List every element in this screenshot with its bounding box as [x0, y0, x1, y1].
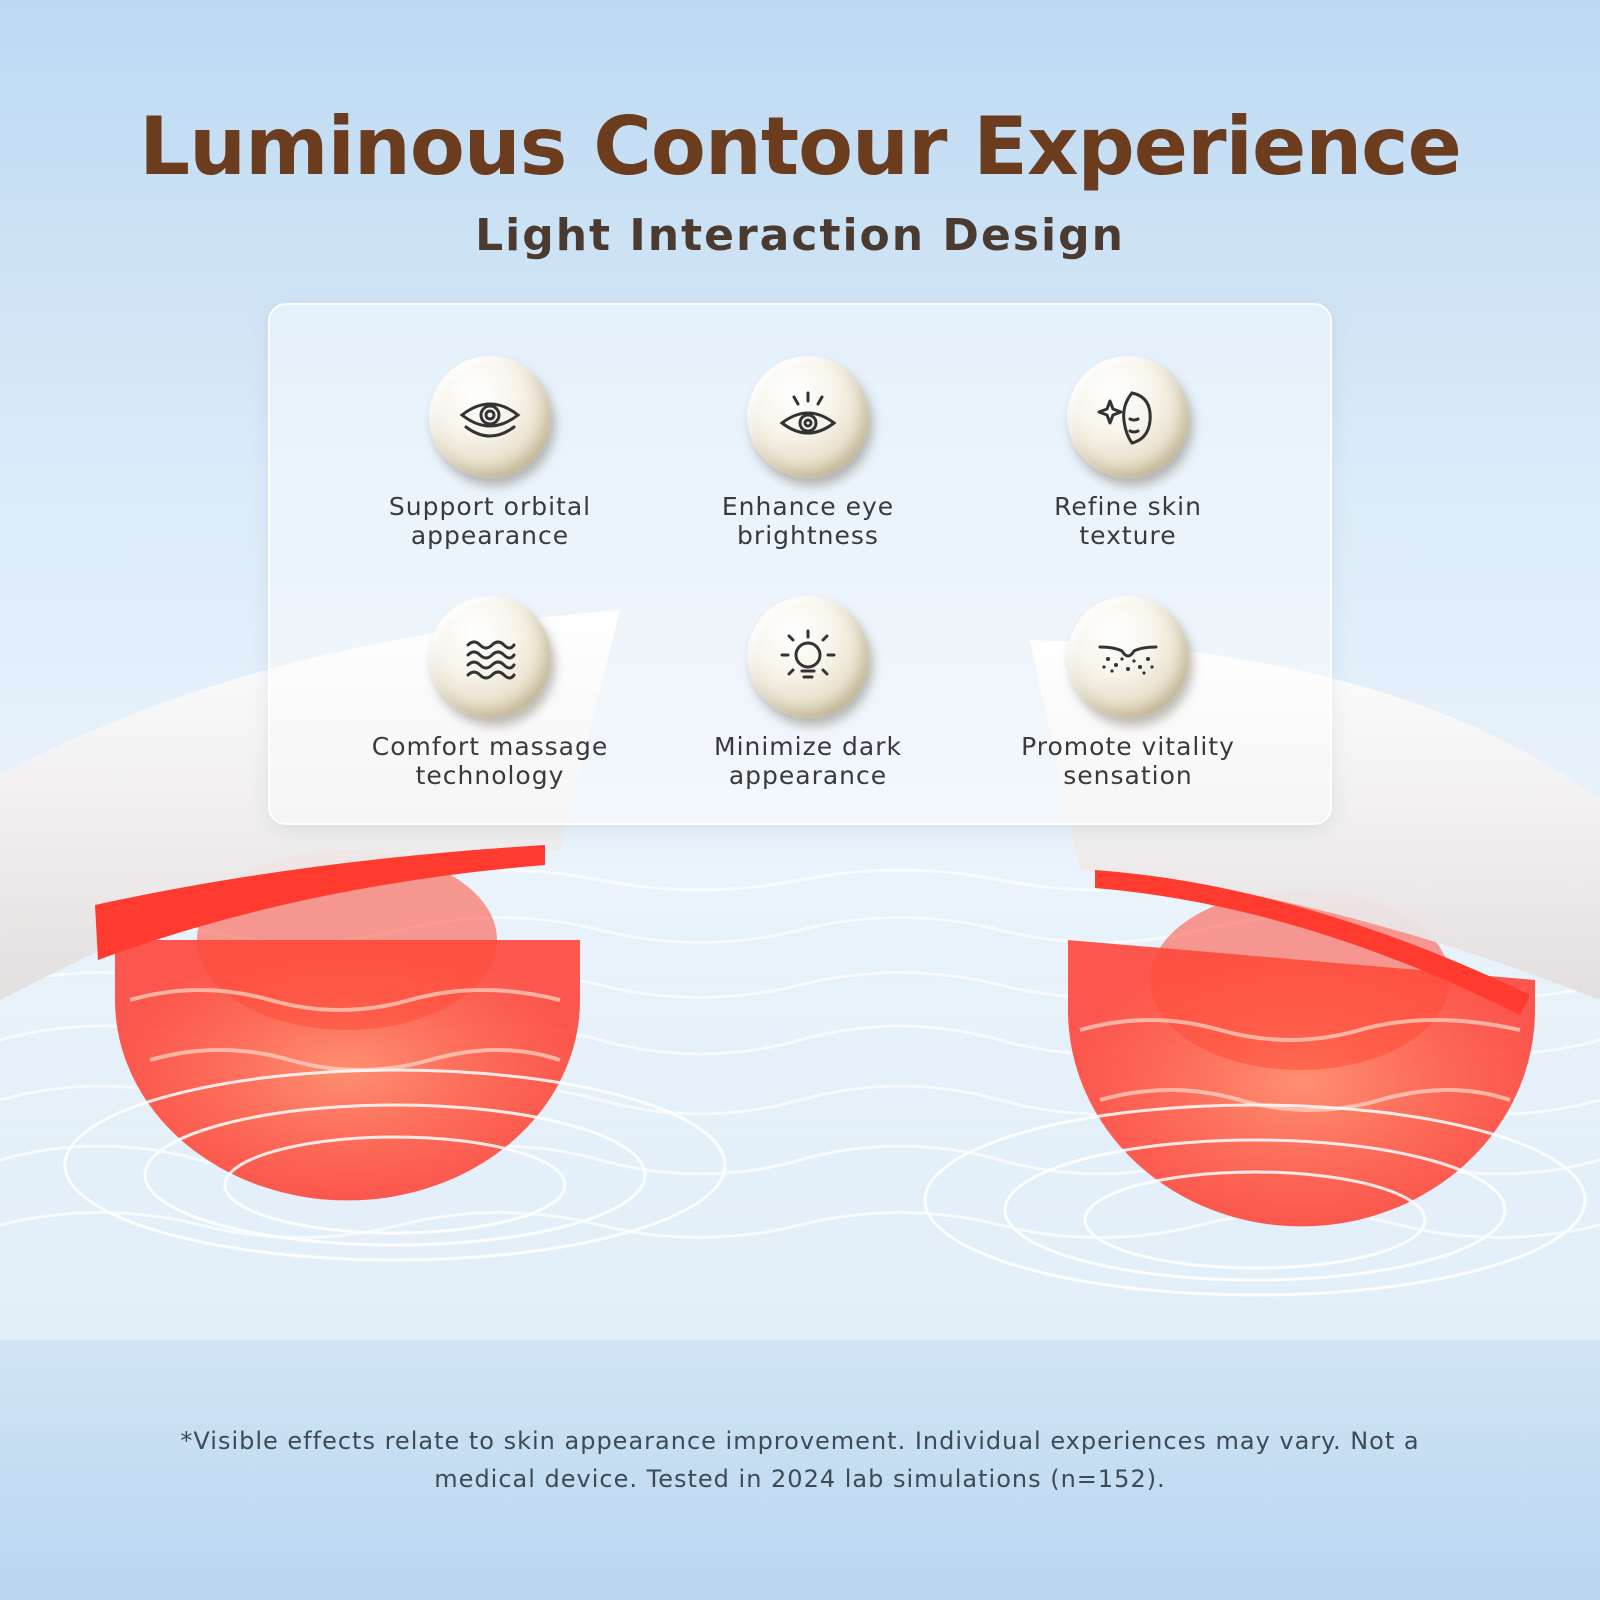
feature-refine-skin: Refine skin texture: [978, 356, 1278, 550]
light-bulb-icon: [780, 629, 836, 679]
skin-layer-icon: [1098, 645, 1158, 675]
feature-label-line1: Refine skin: [1054, 492, 1202, 521]
feature-enhance-eye: Enhance eye brightness: [658, 356, 958, 550]
feature-badge: [429, 596, 551, 718]
feature-badge: [747, 356, 869, 478]
page-subtitle: Light Interaction Design: [475, 210, 1125, 261]
feature-badge: [429, 356, 551, 478]
feature-label-line2: texture: [1079, 521, 1177, 550]
feature-badge: [747, 596, 869, 718]
disclaimer-line2: medical device. Tested in 2024 lab simul…: [434, 1465, 1166, 1493]
waves-icon: [466, 640, 516, 680]
feature-label-line1: Minimize dark: [714, 732, 902, 761]
feature-minimize-dark: Minimize dark appearance: [658, 596, 958, 790]
feature-comfort-massage: Comfort massage technology: [340, 596, 640, 790]
feature-badge: [1067, 596, 1189, 718]
feature-label-line2: technology: [415, 761, 565, 790]
feature-label-line1: Enhance eye: [721, 492, 895, 521]
eye-icon: [459, 402, 521, 438]
feature-label-line1: Promote vitality: [1021, 732, 1235, 761]
disclaimer: *Visible effects relate to skin appearan…: [100, 1422, 1500, 1498]
feature-support-orbital: Support orbital appearance: [340, 356, 640, 550]
feature-label-line2: appearance: [728, 761, 888, 790]
feature-label-line2: appearance: [410, 521, 570, 550]
feature-badge: [1067, 356, 1189, 478]
feature-label-line2: sensation: [1063, 761, 1193, 790]
disclaimer-line1: *Visible effects relate to skin appearan…: [180, 1427, 1420, 1455]
feature-label-line1: Support orbital: [388, 492, 592, 521]
face-sparkle-icon: [1097, 391, 1152, 445]
bright-eye-icon: [779, 391, 837, 435]
feature-label-line1: Comfort massage: [371, 732, 609, 761]
feature-label-line2: brightness: [737, 521, 879, 550]
feature-promote-vitality: Promote vitality sensation: [978, 596, 1278, 790]
page-title: Luminous Contour Experience: [139, 100, 1462, 193]
